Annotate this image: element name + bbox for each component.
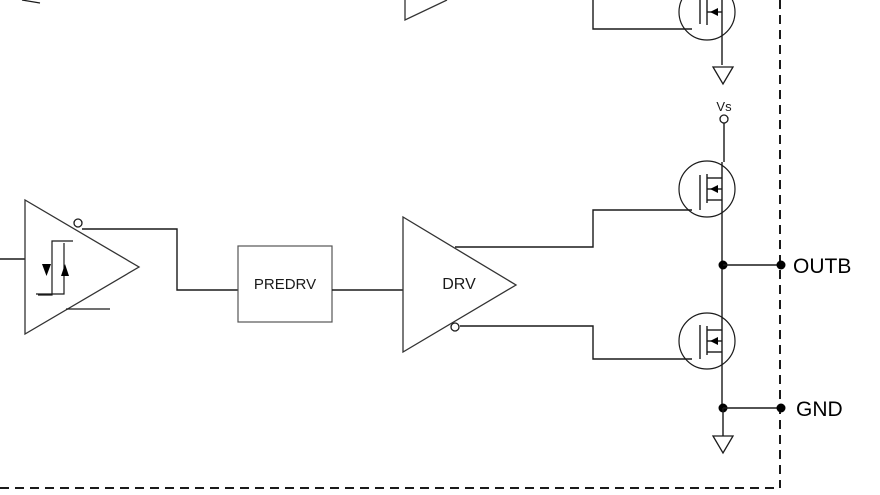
low-side-mosfet <box>678 312 736 370</box>
predrv-label: PREDRV <box>254 276 316 293</box>
predrv-block: PREDRV <box>237 245 333 323</box>
top-partial-driver <box>21 0 448 22</box>
outb-pin: OUTB <box>718 255 851 278</box>
vs-label: Vs <box>716 99 732 114</box>
high-side-gate-wire <box>455 209 692 248</box>
high-side-mosfet <box>678 160 736 408</box>
low-side-gate-wire <box>460 325 692 360</box>
top-left-partial-line <box>21 0 41 4</box>
inverting-output-bubble <box>73 218 83 228</box>
drv-label: DRV <box>442 276 476 293</box>
input-comparator <box>0 198 141 336</box>
vs-supply-terminal: Vs <box>716 99 732 162</box>
comparator-to-predrv-wire <box>82 228 238 291</box>
bottom-ground-symbol <box>711 408 735 455</box>
outb-label: OUTB <box>793 255 851 278</box>
chip-boundary <box>0 0 781 489</box>
drv-inverting-bubble <box>450 322 460 332</box>
gnd-pin: GND <box>718 398 843 421</box>
top-ground-symbol <box>711 66 735 86</box>
drv-block: DRV <box>402 215 518 354</box>
hysteresis-icon <box>36 240 73 296</box>
top-low-side-transistor <box>592 0 736 65</box>
gnd-label: GND <box>796 398 843 421</box>
